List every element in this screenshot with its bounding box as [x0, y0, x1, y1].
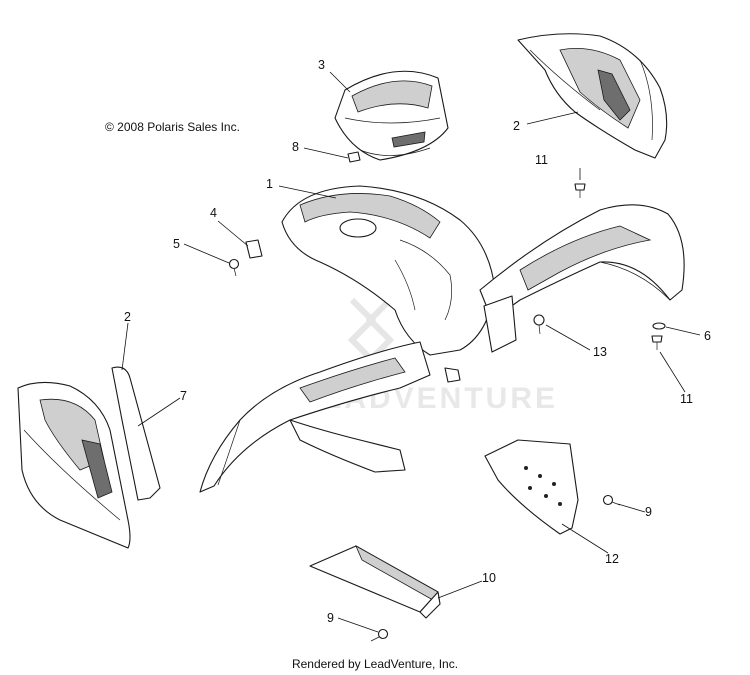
- part-3-headlight-pod: [334, 70, 449, 161]
- part-11-screw-right: [651, 335, 663, 350]
- callout-8: 8: [292, 140, 299, 154]
- callout-10: 10: [482, 571, 496, 585]
- part-8-clip: [347, 151, 361, 163]
- part-7-seal: [111, 366, 161, 501]
- part-11-screw-top: [574, 183, 586, 198]
- callout-11-right: 11: [680, 392, 693, 406]
- leader-1: [278, 185, 337, 199]
- leader-8: [303, 147, 349, 159]
- part-9-screw-bottom: [370, 628, 389, 642]
- leader-4: [217, 220, 249, 247]
- part-13-rivet: [533, 314, 545, 335]
- part-12-bracket: [484, 439, 579, 535]
- leader-9-right: [617, 503, 646, 513]
- part-4-nut-plate: [245, 239, 263, 259]
- leader-10: [437, 580, 483, 599]
- part-5-screw: [228, 258, 240, 277]
- leader-2-left: [121, 322, 129, 371]
- part-6-washer: [652, 322, 666, 330]
- callout-labels: 1 2 3 8 4 5 11 6 11 13 2 7 9 12 10 9: [124, 58, 711, 625]
- part-2-rear-panel-right: [517, 33, 668, 159]
- callout-6: 6: [704, 329, 711, 343]
- leader-2-top: [526, 111, 579, 125]
- callout-11-top: 11: [535, 153, 548, 167]
- callout-4: 4: [210, 206, 217, 220]
- part-1-rear-fender: [199, 185, 685, 493]
- part-10-skid-plate: [309, 545, 441, 619]
- callout-2-top: 2: [513, 119, 520, 133]
- callout-5: 5: [173, 237, 180, 251]
- footer-credit: Rendered by LeadVenture, Inc.: [292, 657, 458, 671]
- leader-9-bottom: [337, 617, 379, 633]
- callout-3: 3: [318, 58, 325, 72]
- part-2-side-panel-left: [17, 381, 131, 549]
- callout-1: 1: [266, 177, 273, 191]
- watermark-logo-icon: [347, 297, 395, 363]
- copyright-text: © 2008 Polaris Sales Inc.: [105, 120, 240, 134]
- leader-7: [137, 397, 181, 427]
- part-9-screw-right: [602, 494, 621, 506]
- callout-2-left: 2: [124, 310, 131, 324]
- callout-13: 13: [593, 345, 607, 359]
- callout-9-right: 9: [645, 505, 652, 519]
- leader-13: [545, 324, 591, 351]
- callout-7: 7: [180, 389, 187, 403]
- leader-11-right: [659, 351, 686, 393]
- callout-12: 12: [605, 552, 619, 566]
- callout-9-bottom: 9: [327, 611, 334, 625]
- callout-leaders: [121, 71, 701, 633]
- leader-12: [561, 523, 609, 554]
- leader-3: [329, 71, 351, 93]
- leader-5: [183, 243, 230, 264]
- leader-6: [665, 326, 701, 336]
